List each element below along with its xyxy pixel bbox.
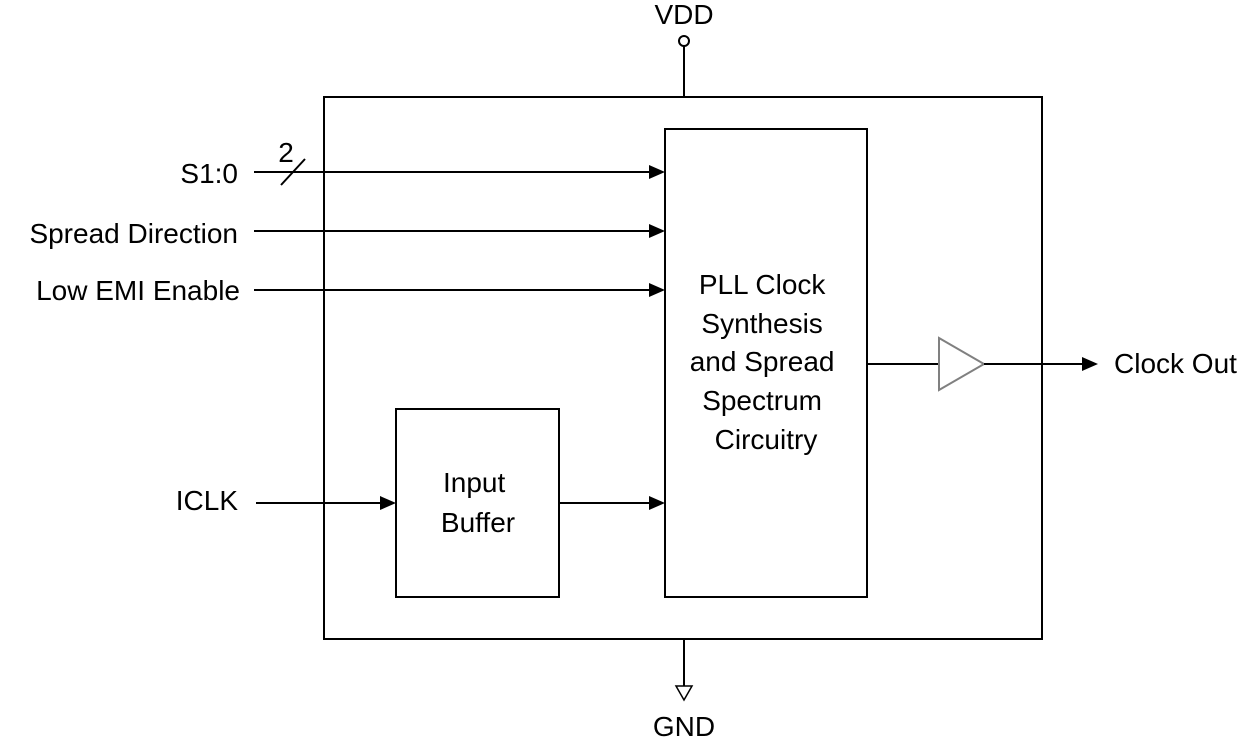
arrow-head-icon xyxy=(1082,357,1098,371)
low-emi-enable-label: Low EMI Enable xyxy=(36,275,240,306)
clock-out-label: Clock Out xyxy=(1114,348,1237,379)
input-buffer-label-line: Buffer xyxy=(441,507,515,538)
arrow-head-icon xyxy=(649,496,665,510)
output-buffer-triangle-icon xyxy=(938,336,986,392)
pll-block-label: PLL Clock Synthesis and Spread Spectrum … xyxy=(690,269,843,455)
arrow-head-icon xyxy=(649,283,665,297)
input-buffer-label: Input Buffer xyxy=(441,467,515,538)
pll-label-line: Circuitry xyxy=(715,424,818,455)
bus-slash-icon xyxy=(280,158,306,186)
arrow-head-icon xyxy=(649,165,665,179)
spread-direction-label: Spread Direction xyxy=(29,218,238,249)
pll-block xyxy=(664,128,868,598)
vdd-label: VDD xyxy=(654,0,713,30)
arrow-head-icon xyxy=(649,224,665,238)
vdd-terminal-icon xyxy=(678,35,690,47)
ground-symbol-icon xyxy=(674,685,694,702)
gnd-label: GND xyxy=(653,711,715,740)
bus-width-label: 2 xyxy=(278,137,294,168)
pll-label-line: PLL Clock xyxy=(699,269,827,300)
pll-label-line: and Spread xyxy=(690,346,835,377)
input-buffer-block xyxy=(395,408,560,598)
arrow-head-icon xyxy=(380,496,396,510)
s10-label: S1:0 xyxy=(180,158,238,189)
pll-label-line: Synthesis xyxy=(701,308,822,339)
input-buffer-label-line: Input xyxy=(443,467,505,498)
pll-label-line: Spectrum xyxy=(702,385,822,416)
iclk-label: ICLK xyxy=(176,485,239,516)
